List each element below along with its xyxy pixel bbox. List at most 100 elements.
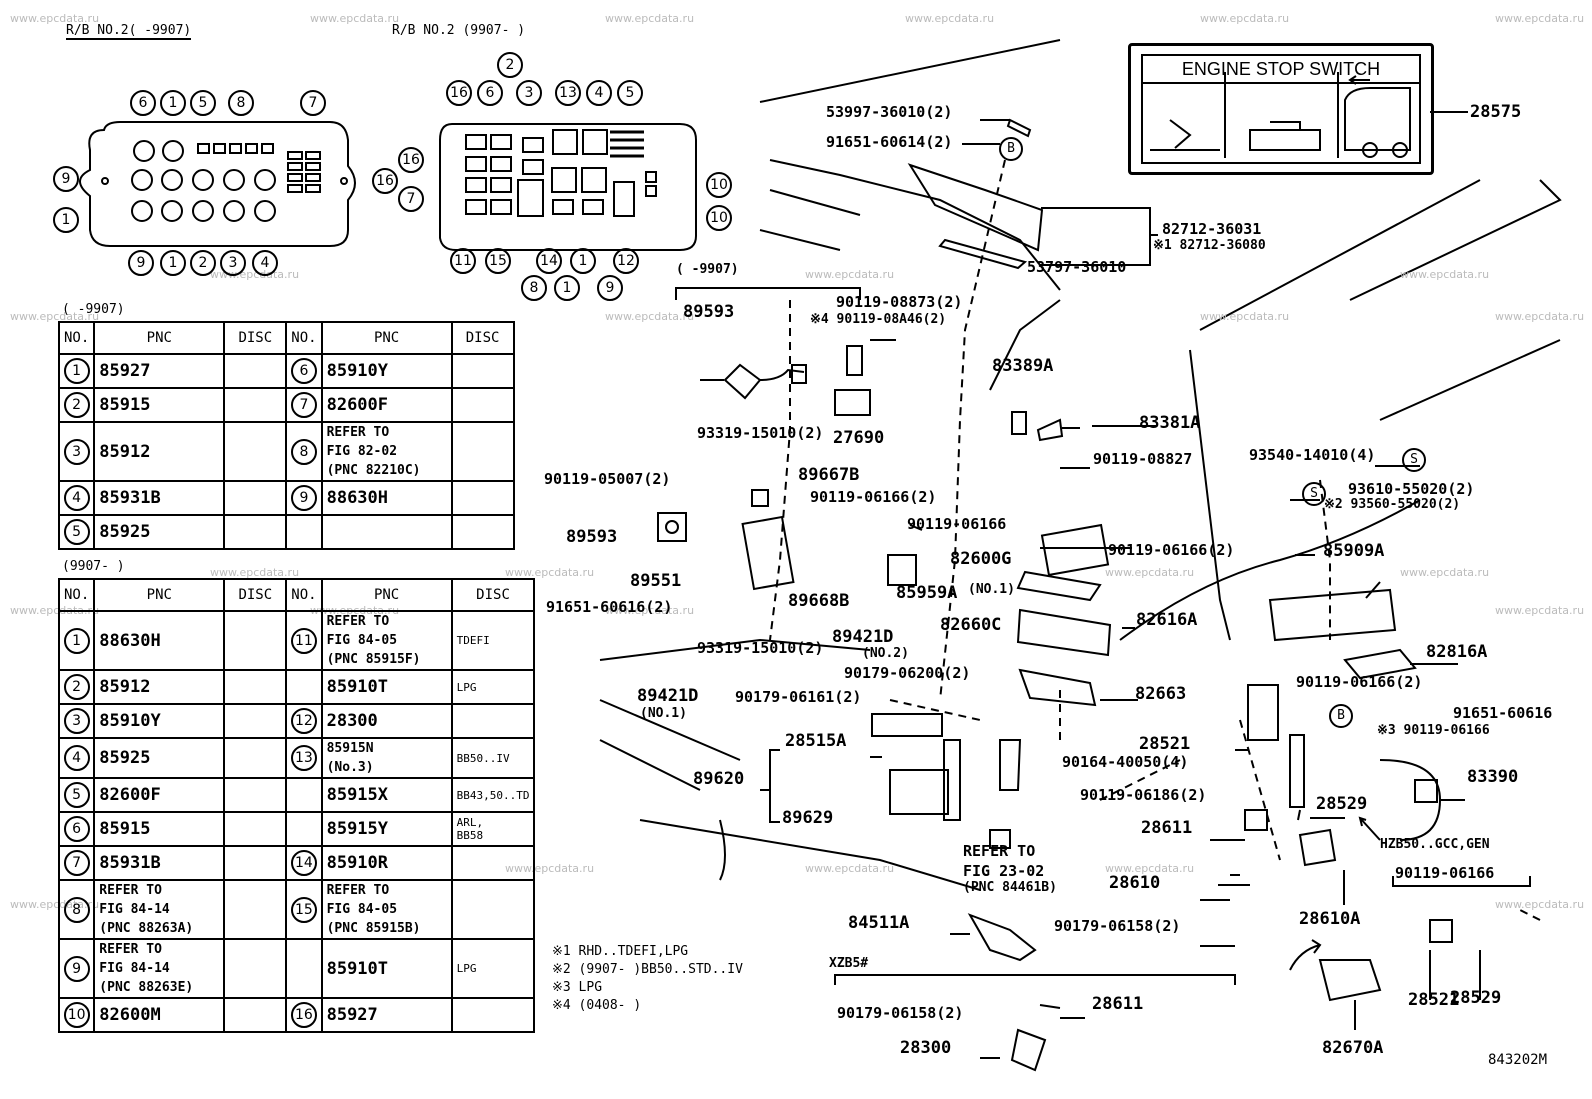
disc-cell (223, 811, 288, 847)
row-number-circle: 13 (290, 745, 317, 771)
row-number-circle: 10 (63, 1002, 90, 1028)
rb-right-callout: 9 (597, 275, 623, 301)
table-header: NO. (285, 321, 323, 355)
part-number-label: 90119-06166 (1395, 864, 1495, 882)
part-number-label: 89620 (693, 769, 745, 789)
row-number: 7 (285, 387, 323, 423)
row-number-circle: 15 (290, 896, 317, 923)
row-number: 16 (285, 997, 323, 1033)
part-number-label: 82616A (1136, 610, 1198, 630)
row-number-circle: 5 (63, 519, 90, 545)
disc-cell (450, 387, 515, 423)
table-header: PNC (320, 578, 453, 612)
pnc-cell: REFER TO FIG 84-05 (PNC 85915F) (320, 610, 453, 671)
part-number-label: 93610-55020(2) (1348, 480, 1475, 498)
engine-stop-switch-label: ENGINE STOP SWITCH (1128, 43, 1434, 175)
pnc-cell: 85915 (93, 387, 226, 423)
watermark: www.epcdata.ru (10, 310, 100, 323)
part-number-label: ※3 90119-06166 (1377, 723, 1490, 738)
rb-right-callout: 6 (477, 80, 503, 106)
pnc-cell: 85910T (320, 938, 453, 999)
part-number-label: 91651-60616 (1453, 704, 1553, 722)
watermark: www.epcdata.ru (505, 566, 595, 579)
row-number-circle: 9 (290, 485, 317, 511)
rb-left-callout: 1 (53, 207, 79, 233)
rb-right-callout: 12 (613, 248, 639, 274)
disc-cell (223, 421, 288, 482)
row-number-circle: 16 (290, 1002, 317, 1028)
watermark: www.epcdata.ru (1400, 268, 1490, 281)
relay-block-right-outline (439, 123, 697, 251)
row-number: 15 (285, 879, 323, 940)
table-header: NO. (57, 578, 96, 612)
disc-cell (223, 879, 288, 940)
part-number-label: S (1302, 482, 1326, 506)
row-number (285, 811, 323, 847)
part-number-label: ※4 90119-08A46(2) (810, 312, 947, 327)
watermark: www.epcdata.ru (1105, 862, 1195, 875)
row-number: 2 (57, 669, 96, 705)
table2-title: (9907- ) (62, 559, 125, 574)
table-header: DISC (223, 321, 288, 355)
row-number-circle: 2 (63, 674, 90, 700)
part-number-label: 85959A (896, 583, 958, 603)
part-number-label: REFER TO (963, 842, 1036, 860)
part-number-label: ※1 82712-36080 (1153, 238, 1266, 253)
row-number-circle: 8 (63, 896, 90, 923)
row-number: 13 (285, 737, 323, 779)
rb-left-callout: 5 (190, 90, 216, 116)
disc-cell (223, 777, 288, 813)
row-number-circle: 4 (63, 745, 90, 771)
part-number-label: 90119-06186(2) (1080, 786, 1207, 804)
table-header: DISC (450, 578, 536, 612)
part-number-label: 93319-15010(2) (697, 424, 824, 442)
pnc-cell: REFER TO FIG 82-02 (PNC 82210C) (320, 421, 453, 482)
row-number: 9 (57, 938, 96, 999)
row-number (285, 669, 323, 705)
rb-right-callout: 11 (450, 248, 476, 274)
row-number-circle: 2 (63, 392, 90, 418)
watermark: www.epcdata.ru (1200, 310, 1290, 323)
row-number: 6 (57, 811, 96, 847)
row-number-circle: 11 (290, 627, 317, 654)
part-number-label: 28610A (1299, 909, 1361, 929)
footnote: ※4 (0408- ) (552, 998, 642, 1013)
watermark: www.epcdata.ru (605, 12, 695, 25)
rb-left-callout: 6 (130, 90, 156, 116)
disc-cell: BB43,50..TD (450, 777, 536, 813)
part-number-label: (NO.1) (640, 706, 687, 721)
part-number-label: 28521 (1139, 734, 1191, 754)
row-number: 8 (57, 879, 96, 940)
watermark: www.epcdata.ru (1495, 898, 1585, 911)
label-title: ENGINE STOP SWITCH (1143, 56, 1419, 84)
rb-right-callout: 7 (398, 186, 424, 212)
row-number-circle: 5 (63, 782, 90, 808)
rb-right-callout: 16 (446, 80, 472, 106)
part-number-label: 28611 (1092, 994, 1144, 1014)
rb-right-callout: 8 (521, 275, 547, 301)
part-number-label: 53997-36010(2) (826, 103, 953, 121)
disc-cell (450, 879, 536, 940)
row-number-circle: 1 (63, 627, 90, 654)
row-number: 1 (57, 353, 96, 389)
pnc-cell: 88630H (93, 610, 226, 671)
table-header: DISC (223, 578, 288, 612)
part-number-label: 82816A (1426, 642, 1488, 662)
part-number-label: 90179-06161(2) (735, 688, 862, 706)
row-number-circle: 3 (63, 438, 90, 465)
rb-right-callout: 15 (485, 248, 511, 274)
row-number-circle: 6 (63, 816, 90, 842)
rb-left-callout: 7 (300, 90, 326, 116)
pnc-cell: 85915Y (320, 811, 453, 847)
pnc-cell: 85912 (93, 421, 226, 482)
pnc-cell: REFER TO FIG 84-05 (PNC 85915B) (320, 879, 453, 940)
disc-cell: LPG (450, 669, 536, 705)
relay-block-left-outline (79, 121, 356, 247)
